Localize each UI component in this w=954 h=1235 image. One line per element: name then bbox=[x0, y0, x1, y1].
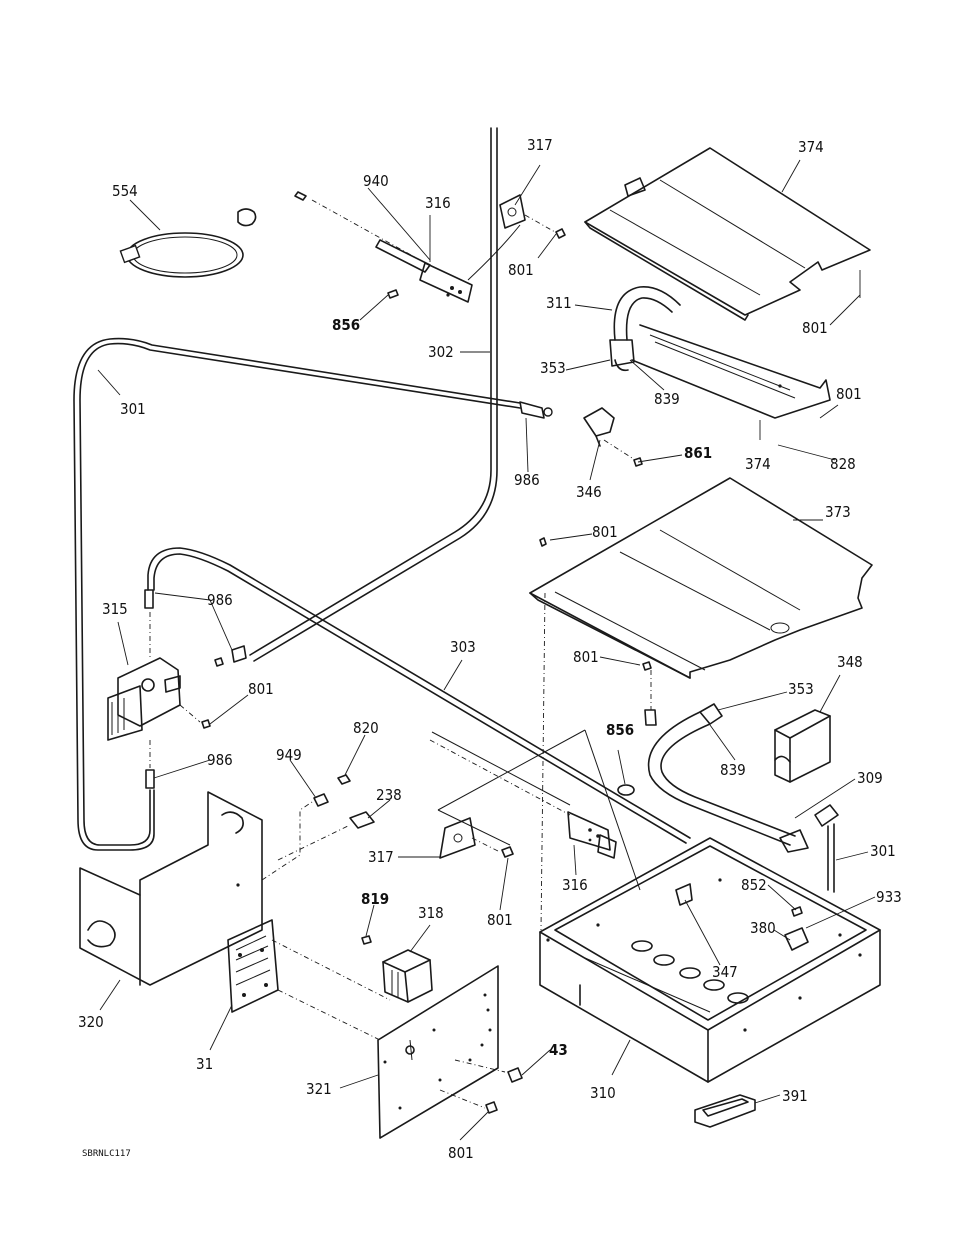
callout-347: 347 bbox=[712, 963, 738, 981]
callout-301-left: 301 bbox=[120, 400, 146, 418]
callout-318: 318 bbox=[418, 904, 444, 922]
callout-315: 315 bbox=[102, 600, 128, 618]
callout-238: 238 bbox=[376, 786, 402, 804]
callout-852: 852 bbox=[741, 876, 767, 894]
relay-board-31 bbox=[228, 920, 390, 1040]
callout-819: 819 bbox=[361, 890, 389, 908]
wire-harness-554 bbox=[120, 209, 255, 277]
orifice-bracket-346 bbox=[520, 402, 642, 466]
callout-leader-lines bbox=[98, 160, 875, 1140]
callout-949: 949 bbox=[276, 746, 302, 764]
gas-tube-302 bbox=[250, 128, 497, 661]
callout-554: 554 bbox=[112, 182, 138, 200]
callout-317-lower: 317 bbox=[368, 848, 394, 866]
orifice-301-right bbox=[815, 805, 838, 892]
callout-373: 373 bbox=[825, 503, 851, 521]
callout-856-lower: 856 bbox=[606, 721, 634, 739]
callout-380: 380 bbox=[750, 919, 776, 937]
mounting-panel-321 bbox=[378, 966, 522, 1138]
callout-839-lower: 839 bbox=[720, 761, 746, 779]
callout-940: 940 bbox=[363, 172, 389, 190]
callout-933: 933 bbox=[876, 888, 902, 906]
callout-31: 31 bbox=[196, 1055, 213, 1073]
callout-311: 311 bbox=[546, 294, 572, 312]
callout-828: 828 bbox=[830, 455, 856, 473]
callout-302: 302 bbox=[428, 343, 454, 361]
callout-986-top: 986 bbox=[514, 471, 540, 489]
callout-861: 861 bbox=[684, 444, 712, 462]
callout-839-top: 839 bbox=[654, 390, 680, 408]
callout-801-g: 801 bbox=[487, 911, 513, 929]
callout-309: 309 bbox=[857, 769, 883, 787]
callout-801-h: 801 bbox=[448, 1144, 474, 1162]
callout-317-top: 317 bbox=[527, 136, 553, 154]
callout-801-b: 801 bbox=[802, 319, 828, 337]
shield-374-top bbox=[585, 148, 870, 320]
tray-391 bbox=[695, 1095, 755, 1127]
callout-353-top: 353 bbox=[540, 359, 566, 377]
callout-321: 321 bbox=[306, 1080, 332, 1098]
callout-801-e: 801 bbox=[248, 680, 274, 698]
callout-320: 320 bbox=[78, 1013, 104, 1031]
callout-801-c: 801 bbox=[836, 385, 862, 403]
bracket-320 bbox=[80, 792, 315, 985]
cover-348 bbox=[775, 710, 830, 782]
callout-303: 303 bbox=[450, 638, 476, 656]
callout-820: 820 bbox=[353, 719, 379, 737]
clip-949-820 bbox=[278, 775, 374, 860]
callout-391: 391 bbox=[782, 1087, 808, 1105]
callout-374-lower: 374 bbox=[745, 455, 771, 473]
callout-353-lower: 353 bbox=[788, 680, 814, 698]
callout-301-right: 301 bbox=[870, 842, 896, 860]
callout-316-top: 316 bbox=[425, 194, 451, 212]
burner-311-assembly bbox=[610, 287, 830, 418]
callout-374-top: 374 bbox=[798, 138, 824, 156]
callout-801-d: 801 bbox=[592, 523, 618, 541]
callout-346: 346 bbox=[576, 483, 602, 501]
igniter-316-top bbox=[295, 192, 520, 302]
callout-801-a: 801 bbox=[508, 261, 534, 279]
callout-986-lower: 986 bbox=[207, 751, 233, 769]
callout-801-f: 801 bbox=[573, 648, 599, 666]
callout-316-lower: 316 bbox=[562, 876, 588, 894]
transformer-318 bbox=[362, 936, 432, 1002]
callout-348: 348 bbox=[837, 653, 863, 671]
diagram-code: SBRNLC117 bbox=[82, 1149, 131, 1159]
bracket-317-top bbox=[500, 195, 565, 238]
callout-310: 310 bbox=[590, 1084, 616, 1102]
callout-labels: 317 374 554 940 316 801 856 302 311 801 … bbox=[78, 136, 902, 1162]
callout-856-top: 856 bbox=[332, 316, 360, 334]
callout-43: 43 bbox=[549, 1041, 568, 1059]
callout-986-mid: 986 bbox=[207, 591, 233, 609]
